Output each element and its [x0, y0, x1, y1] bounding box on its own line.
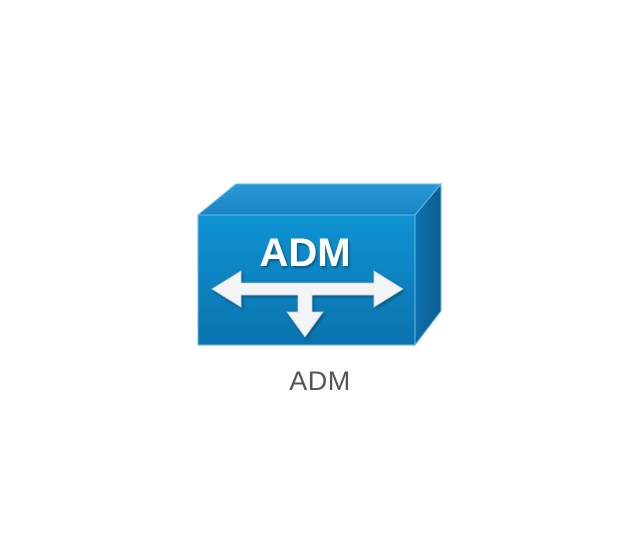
device-face-label: ADM [259, 231, 350, 275]
device-caption: ADM [289, 366, 351, 396]
bidirectional-arrow-icon [211, 270, 404, 338]
box-top-face [196, 183, 443, 216]
